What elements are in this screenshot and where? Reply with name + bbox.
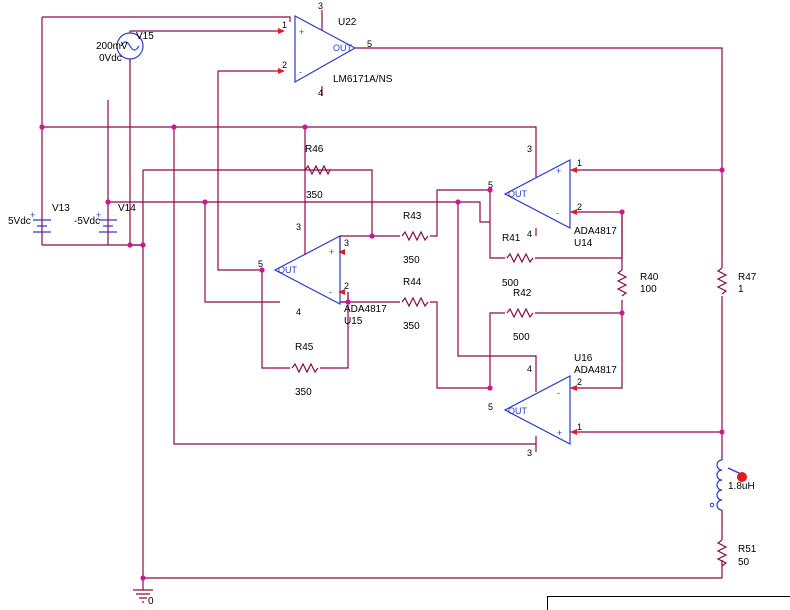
resistor-r51[interactable]: R51 50: [716, 539, 757, 568]
inductor-l1[interactable]: 1.8uH: [709, 459, 755, 511]
u22-minus: -: [299, 67, 302, 77]
v15-ref: V15: [136, 31, 154, 42]
r47-ref: R47: [738, 272, 757, 283]
u22-part: LM6171A/NS: [333, 74, 393, 85]
v13-plus: +: [30, 210, 35, 220]
u15-out: OUT: [278, 265, 298, 275]
r44-ref: R44: [403, 277, 422, 288]
r46-ref: R46: [305, 144, 324, 155]
v14-value: -5Vdc: [74, 216, 100, 227]
u22-out: OUT: [333, 43, 353, 53]
title-block: [547, 596, 790, 610]
r45-value: 350: [295, 387, 312, 398]
u16-plus: +: [557, 428, 562, 438]
junctions: [39, 124, 725, 581]
r43-value: 350: [403, 255, 420, 266]
u16-part: ADA4817: [574, 365, 617, 376]
r45-ref: R45: [295, 342, 314, 353]
u22-plus: +: [299, 27, 304, 37]
resistor-r40[interactable]: R40 100: [616, 269, 659, 297]
u16-pin4: 4: [527, 364, 532, 374]
r40-ref: R40: [640, 272, 659, 283]
u16-minus: -: [557, 388, 560, 398]
wires: [41, 16, 723, 590]
u22-pin4: 4: [318, 88, 323, 98]
u15-pin3: 3: [296, 222, 301, 232]
u15-pin2: 2: [344, 281, 349, 291]
u22-ref: U22: [338, 17, 357, 28]
opamp-u16[interactable]: - + OUT 2 1 5 4 3 U16 ADA4817: [488, 353, 617, 458]
resistor-r42[interactable]: R42 500: [506, 288, 534, 343]
resistor-r41[interactable]: R41 500: [502, 233, 534, 289]
v13-value: 5Vdc: [8, 216, 31, 227]
u16-out: OUT: [508, 406, 528, 416]
ground-symbol: 0: [133, 589, 154, 607]
v15-amp: 200mV: [96, 41, 128, 52]
source-v14[interactable]: + V14 -5Vdc: [74, 203, 136, 233]
u15-pin-plus: 3: [344, 238, 349, 248]
ground-label: 0: [148, 596, 154, 607]
r41-ref: R41: [502, 233, 521, 244]
v14-ref: V14: [118, 203, 136, 214]
u22-pin3: 3: [318, 1, 323, 11]
u14-pin3: 3: [527, 144, 532, 154]
u14-minus: -: [556, 208, 559, 218]
r44-value: 350: [403, 321, 420, 332]
u16-pin2: 2: [577, 377, 582, 387]
u15-minus: -: [329, 287, 332, 297]
r47-value: 1: [738, 284, 744, 295]
u15-plus: +: [329, 247, 334, 257]
opamp-u14[interactable]: + - OUT 1 2 5 3 4 ADA4817 U14: [488, 144, 617, 249]
r51-ref: R51: [738, 544, 757, 555]
u15-pin4: 4: [296, 307, 301, 317]
r46-value: 350: [306, 190, 323, 201]
u14-pin1: 1: [577, 158, 582, 168]
u14-part: ADA4817: [574, 226, 617, 237]
v15-dc: 0Vdc: [99, 53, 122, 64]
u14-ref: U14: [574, 238, 593, 249]
u15-part: ADA4817: [344, 304, 387, 315]
u14-pin2: 2: [577, 202, 582, 212]
u16-pin5: 5: [488, 402, 493, 412]
v14-plus: +: [96, 210, 101, 220]
r40-value: 100: [640, 284, 657, 295]
resistor-r46[interactable]: R46 350: [304, 144, 331, 201]
source-v13[interactable]: + V13 5Vdc: [8, 203, 70, 233]
u14-pin4: 4: [527, 229, 532, 239]
u14-out: OUT: [508, 189, 528, 199]
r51-value: 50: [738, 557, 750, 568]
u16-pin3: 3: [527, 448, 532, 458]
l1-value: 1.8uH: [728, 481, 755, 492]
opamp-u22[interactable]: + - OUT 1 2 5 3 4 U22 LM6171A/NS: [278, 1, 393, 98]
source-v15[interactable]: V15 200mV 0Vdc: [96, 31, 154, 64]
r41-value: 500: [502, 278, 519, 289]
r43-ref: R43: [403, 211, 422, 222]
u16-pin1: 1: [577, 422, 582, 432]
resistor-r43[interactable]: R43 350: [401, 211, 429, 266]
r42-value: 500: [513, 332, 530, 343]
u14-pin5: 5: [488, 180, 493, 190]
resistor-r47[interactable]: R47 1: [716, 267, 757, 295]
v13-ref: V13: [52, 203, 70, 214]
u15-pin5: 5: [258, 259, 263, 269]
opamp-u15[interactable]: + - OUT 3 2 5 3 4 ADA4817 U15: [258, 222, 387, 327]
u22-pin1: 1: [282, 20, 287, 30]
u14-plus: +: [556, 166, 561, 176]
u16-ref: U16: [574, 353, 593, 364]
resistor-r45[interactable]: R45 350: [291, 342, 319, 398]
u22-pin2: 2: [282, 60, 287, 70]
r42-ref: R42: [513, 288, 532, 299]
resistor-r44[interactable]: R44 350: [401, 277, 429, 332]
u15-ref: U15: [344, 316, 363, 327]
u22-pin5: 5: [367, 39, 372, 49]
